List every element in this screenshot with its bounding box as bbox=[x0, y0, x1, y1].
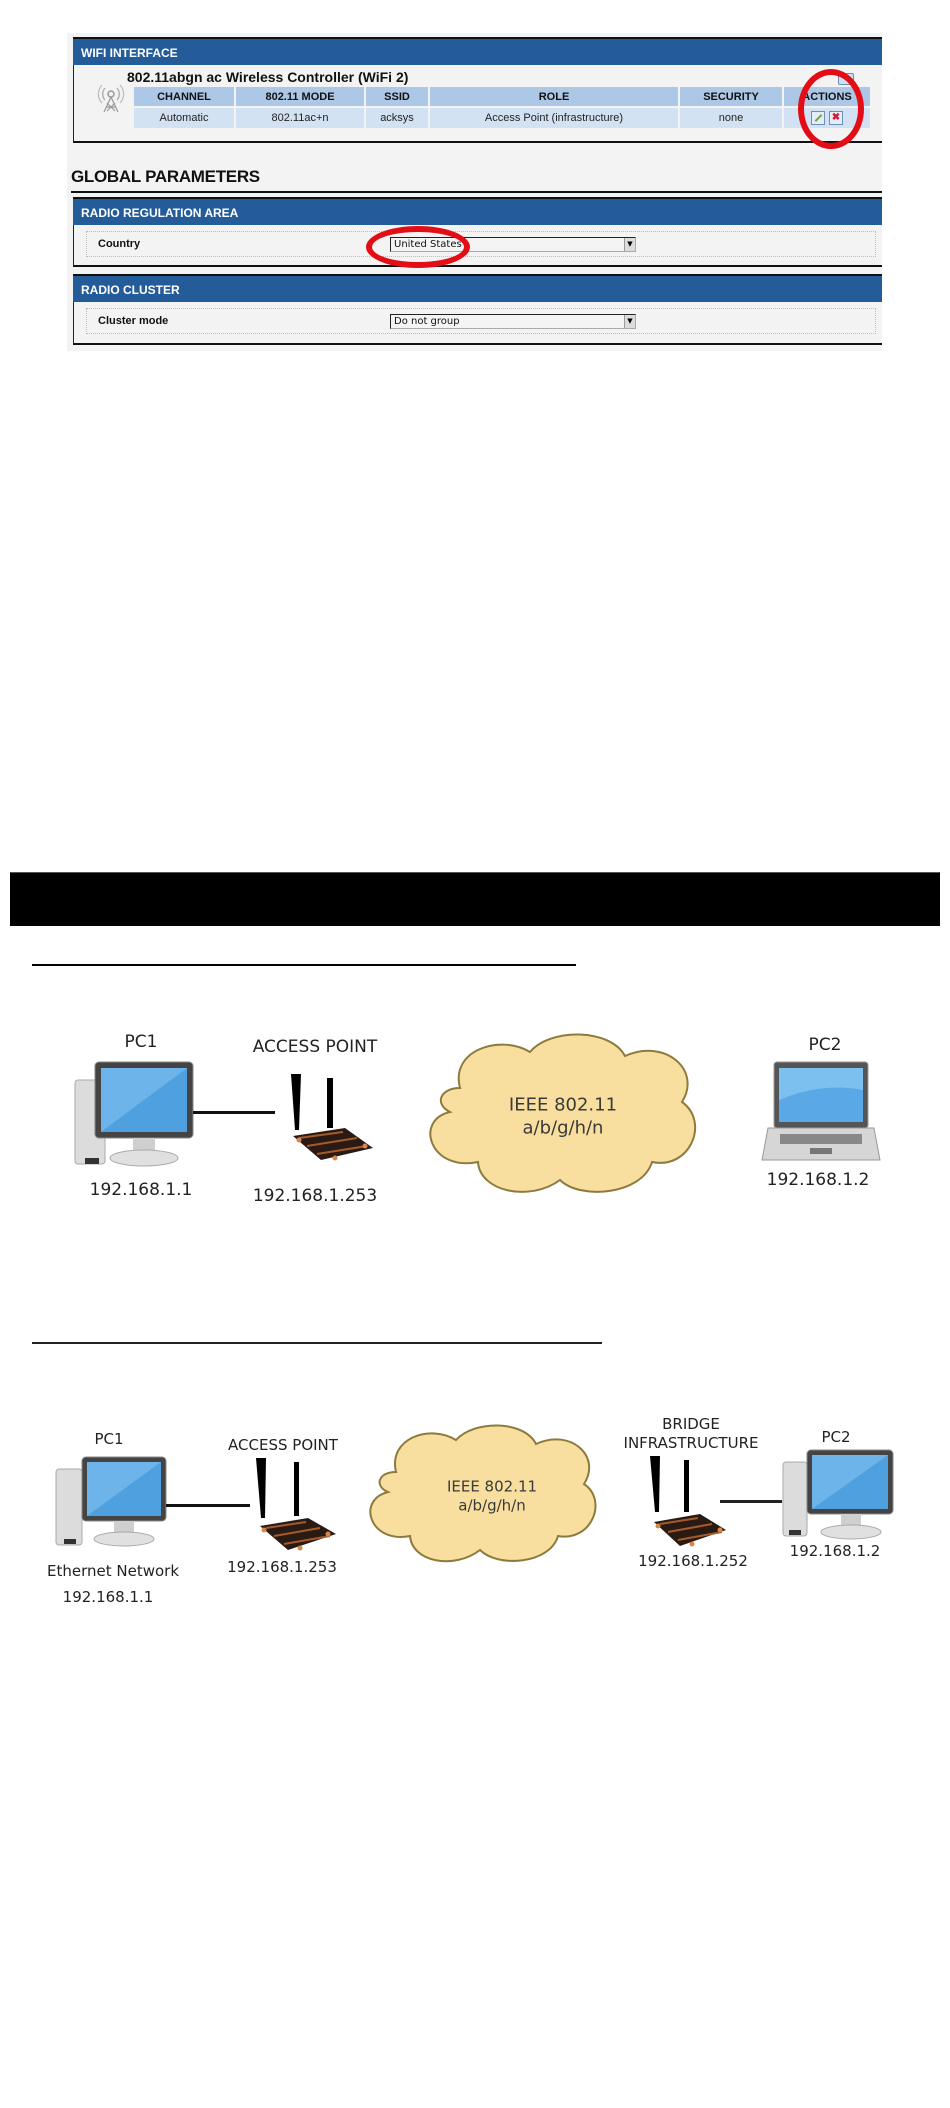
country-select-value: United States bbox=[394, 239, 462, 250]
country-row: Country United States ▼ bbox=[86, 231, 876, 257]
access-point-board-icon bbox=[291, 1074, 373, 1161]
bridge-label: BRIDGE INFRASTRUCTURE bbox=[624, 1415, 759, 1453]
radio-cluster-header: RADIO CLUSTER bbox=[73, 274, 882, 302]
cell-security: none bbox=[680, 106, 782, 128]
bridge-label-line1: BRIDGE bbox=[662, 1415, 720, 1433]
cell-channel: Automatic bbox=[134, 106, 234, 128]
cell-actions: ✖ bbox=[784, 106, 870, 128]
pc1-ip: 192.168.1.1 bbox=[89, 1180, 193, 1200]
cloud-label: IEEE 802.11 a/b/g/h/n bbox=[509, 1095, 617, 1140]
wifi-interface-table: CHANNEL 802.11 MODE SSID ROLE SECURITY A… bbox=[132, 87, 872, 128]
ethernet-link bbox=[166, 1504, 250, 1507]
access-point-ip: 192.168.1.253 bbox=[252, 1186, 378, 1206]
col-channel: CHANNEL bbox=[134, 87, 234, 106]
col-ssid: SSID bbox=[366, 87, 428, 106]
desktop-computer-icon bbox=[782, 1449, 894, 1540]
global-parameters-title: GLOBAL PARAMETERS bbox=[71, 167, 260, 186]
desktop-computer-icon bbox=[74, 1061, 194, 1167]
cluster-mode-select-value: Do not group bbox=[394, 316, 460, 327]
col-mode: 802.11 MODE bbox=[236, 87, 364, 106]
pc1-caption: Ethernet Network bbox=[46, 1562, 180, 1580]
wireless-cloud-icon bbox=[369, 1424, 597, 1563]
chevron-down-icon[interactable]: ▼ bbox=[624, 238, 635, 251]
pc1-label: PC1 bbox=[94, 1430, 124, 1448]
divider bbox=[71, 191, 882, 193]
col-role: ROLE bbox=[430, 87, 678, 106]
wireless-cloud-icon bbox=[429, 1033, 697, 1193]
access-point-label: ACCESS POINT bbox=[228, 1436, 338, 1454]
cloud-label-line1: IEEE 802.11 bbox=[508, 1094, 618, 1116]
laptop-icon bbox=[761, 1061, 881, 1161]
access-point-ip: 192.168.1.253 bbox=[227, 1558, 337, 1576]
pc1-label: PC1 bbox=[124, 1032, 158, 1052]
access-point-label: ACCESS POINT bbox=[252, 1037, 378, 1057]
cluster-mode-row: Cluster mode Do not group ▼ bbox=[86, 308, 876, 334]
edit-icon[interactable] bbox=[811, 111, 825, 125]
radio-cluster-body: Cluster mode Do not group ▼ bbox=[73, 302, 882, 345]
diagram-bridge: PC1 Ethernet Network 192.168.1.1 ACCESS … bbox=[0, 1400, 950, 1620]
col-security: SECURITY bbox=[680, 87, 782, 106]
pc2-ip: 192.168.1.2 bbox=[789, 1542, 881, 1560]
pc2-label: PC2 bbox=[808, 1035, 842, 1055]
country-select[interactable]: United States ▼ bbox=[390, 237, 636, 252]
cell-role: Access Point (infrastructure) bbox=[430, 106, 678, 128]
country-label: Country bbox=[98, 238, 141, 250]
interface-title: 802.11abgn ac Wireless Controller (WiFi … bbox=[127, 69, 409, 85]
antenna-tower-icon bbox=[97, 84, 125, 113]
pc1-ip: 192.168.1.1 bbox=[62, 1588, 154, 1606]
wifi-interface-body: 802.11abgn ac Wireless Controller (WiFi … bbox=[73, 65, 882, 143]
heading-underline bbox=[32, 964, 576, 966]
cluster-mode-label: Cluster mode bbox=[98, 315, 169, 327]
access-point-board-icon bbox=[256, 1458, 336, 1551]
radio-regulation-header: RADIO REGULATION AREA bbox=[73, 197, 882, 225]
cloud-label-line1: IEEE 802.11 bbox=[446, 1477, 538, 1496]
col-actions: ACTIONS bbox=[784, 87, 870, 106]
bridge-label-line2: INFRASTRUCTURE bbox=[623, 1434, 759, 1452]
table-row: Automatic 802.11ac+n acksys Access Point… bbox=[134, 106, 870, 128]
cell-mode: 802.11ac+n bbox=[236, 106, 364, 128]
cloud-label-line2: a/b/g/h/n bbox=[458, 1496, 526, 1514]
radio-regulation-body: Country United States ▼ bbox=[73, 225, 882, 267]
pc2-label: PC2 bbox=[821, 1428, 851, 1446]
cloud-label: IEEE 802.11 a/b/g/h/n bbox=[447, 1477, 537, 1515]
ethernet-link bbox=[720, 1500, 782, 1503]
desktop-computer-icon bbox=[55, 1456, 167, 1547]
config-screenshot: WIFI INTERFACE 802.11abgn ac Wireless Co… bbox=[67, 33, 882, 351]
bridge-board-icon bbox=[650, 1456, 726, 1547]
ethernet-link bbox=[193, 1111, 275, 1114]
add-icon[interactable] bbox=[838, 73, 854, 85]
cloud-label-line2: a/b/g/h/n bbox=[522, 1117, 604, 1138]
pc2-ip: 192.168.1.2 bbox=[766, 1170, 870, 1190]
heading-underline-2 bbox=[32, 1342, 602, 1344]
bridge-ip: 192.168.1.252 bbox=[638, 1552, 748, 1570]
wifi-interface-header: WIFI INTERFACE bbox=[73, 37, 882, 65]
chevron-down-icon[interactable]: ▼ bbox=[624, 315, 635, 328]
cluster-mode-select[interactable]: Do not group ▼ bbox=[390, 314, 636, 329]
diagram-access-point: PC1 ACCESS POINT 192.168.1.1 192.168.1.2… bbox=[0, 1020, 950, 1220]
redacted-bar bbox=[10, 872, 940, 926]
cell-ssid: acksys bbox=[366, 106, 428, 128]
delete-icon[interactable]: ✖ bbox=[829, 111, 843, 125]
